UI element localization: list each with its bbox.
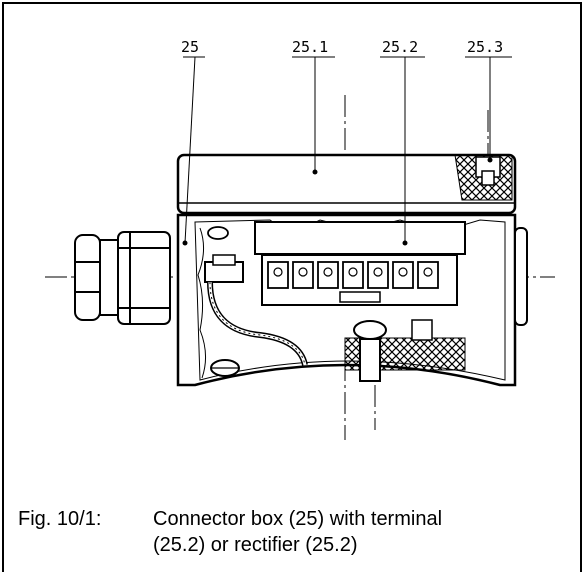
cover bbox=[176, 153, 517, 215]
caption-line-2: (25.2) or rectifier (25.2) bbox=[153, 534, 358, 556]
mounting-screw bbox=[344, 319, 466, 382]
figure-caption: Fig. 10/1: Connector box (25) with termin… bbox=[18, 506, 442, 558]
callout-25-1: 25.1 bbox=[292, 38, 328, 56]
connector-box-drawing: 25 25.1 25.2 25.3 bbox=[45, 38, 555, 440]
caption-label: Fig. 10/1: bbox=[18, 508, 102, 530]
caption-row-1: Fig. 10/1: Connector box (25) with termin… bbox=[18, 506, 442, 532]
callout-25-3: 25.3 bbox=[467, 38, 503, 56]
leader-lines bbox=[183, 56, 512, 244]
leader-dots bbox=[182, 157, 493, 246]
terminal-block bbox=[254, 221, 466, 306]
caption-line-1: Connector box (25) with terminal bbox=[153, 508, 443, 530]
ground-lug bbox=[204, 226, 308, 377]
callout-25-2: 25.2 bbox=[382, 38, 418, 56]
callout-25: 25 bbox=[181, 38, 199, 56]
cable-gland bbox=[74, 231, 171, 325]
